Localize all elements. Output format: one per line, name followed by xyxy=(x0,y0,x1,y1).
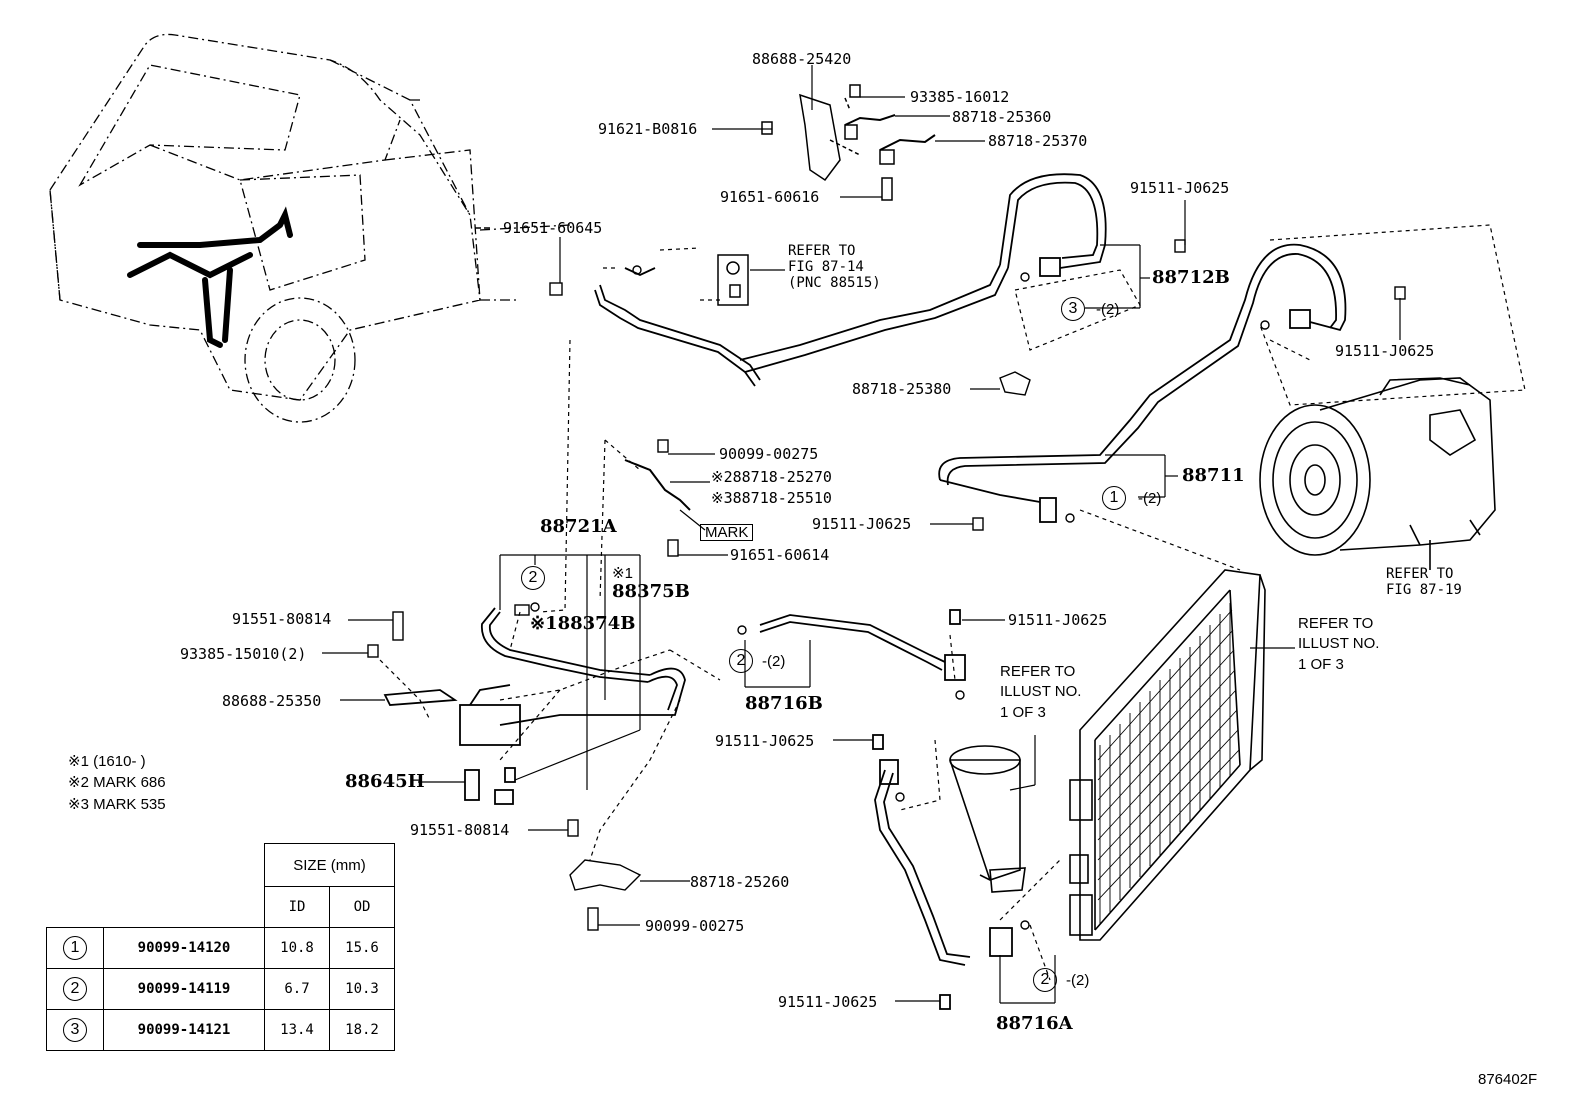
part-label-88688-25420: 88688-25420 xyxy=(752,50,852,68)
refer-line: FIG 87-19 xyxy=(1386,582,1462,599)
part-label-91651-60616: 91651-60616 xyxy=(720,188,820,206)
note-marker-1: ※1 xyxy=(612,565,633,582)
quantity-label: -(2) xyxy=(1096,301,1120,318)
dashed-boundaries xyxy=(379,224,1526,981)
table-cell-od: 15.6 xyxy=(329,927,395,969)
part-label-90099-00275: 90099-00275 xyxy=(719,445,819,463)
part-label-88718-25360: 88718-25360 xyxy=(952,108,1052,126)
table-cell-od: 18.2 xyxy=(329,1009,395,1051)
refer-line: REFER TO xyxy=(1000,663,1076,680)
refer-line: REFER TO xyxy=(1298,615,1374,632)
circle-callout-2: 2 xyxy=(521,566,545,590)
o-ring-size-table: SIZE (mm) ID OD 1 90099-14120 10.8 15.6 … xyxy=(46,843,395,1051)
part-label-91511-j0625: 91511-J0625 xyxy=(778,993,878,1011)
quantity-label: -(2) xyxy=(762,653,786,670)
note-3: ※3 MARK 535 xyxy=(68,796,166,813)
refer-line: (PNC 88515) xyxy=(788,275,881,292)
refer-illust-dryer: REFER TO ILLUST NO. 1 OF 3 xyxy=(1000,662,1081,723)
vehicle-outline xyxy=(49,33,571,423)
part-label-90099-00275: 90099-00275 xyxy=(645,917,745,935)
receiver-dryer xyxy=(949,745,1026,893)
circle-index: 3 xyxy=(63,1018,87,1042)
mark-box: MARK xyxy=(700,524,754,541)
condenser xyxy=(1069,569,1266,941)
table-cell-part: 90099-14119 xyxy=(103,968,265,1010)
condenser-fins xyxy=(1097,603,1240,925)
size-table-col-id: ID xyxy=(264,886,330,928)
refer-line: FIG 87-14 xyxy=(788,259,864,276)
part-label-91511-j0625: 91511-J0625 xyxy=(812,515,912,533)
refer-line: 1 OF 3 xyxy=(1298,655,1344,673)
leader-lines xyxy=(322,65,1401,1004)
size-table-header: SIZE (mm) xyxy=(264,843,395,887)
refer-line: ILLUST NO. xyxy=(1298,635,1380,653)
table-cell-id: 6.7 xyxy=(264,968,330,1010)
part-label-93385-15010: 93385-15010(2) xyxy=(180,645,307,663)
part-label-88716b: 88716B xyxy=(745,693,823,714)
table-row: 3 90099-14121 13.4 18.2 xyxy=(46,1009,395,1051)
table-cell-part: 90099-14120 xyxy=(103,927,265,969)
liquid-line-88721a xyxy=(383,607,686,805)
circle-callout-2: 2 xyxy=(729,649,753,673)
expansion-valve xyxy=(717,254,749,306)
hose-88716b xyxy=(759,609,966,681)
part-label-93385-16012: 93385-16012 xyxy=(910,88,1010,106)
part-label-91651-60645: 91651-60645 xyxy=(503,219,603,237)
vehicle-ac-lines xyxy=(127,206,293,348)
hose-88716a xyxy=(872,734,1013,1010)
part-label-88718-25510: ※388718-25510 xyxy=(711,489,832,507)
bracket-group xyxy=(761,84,936,201)
refer-fig-87-19: REFER TO FIG 87-19 xyxy=(1386,566,1462,598)
table-cell-part: 90099-14121 xyxy=(103,1009,265,1051)
table-row: 2 90099-14119 6.7 10.3 xyxy=(46,968,395,1010)
part-label-88712b: 88712B xyxy=(1152,267,1230,288)
part-label-88716a: 88716A xyxy=(996,1013,1073,1034)
refer-line: REFER TO xyxy=(788,243,856,259)
part-label-88645h: 88645H xyxy=(345,771,425,792)
small-parts xyxy=(367,239,1406,931)
part-label-91551-80814: 91551-80814 xyxy=(410,821,510,839)
part-label-91651-60614: 91651-60614 xyxy=(730,546,830,564)
circle-callout-3: 3 xyxy=(1061,297,1085,321)
refer-line: ILLUST NO. xyxy=(1000,683,1082,701)
table-cell-od: 10.3 xyxy=(329,968,395,1010)
circle-callout-2: 2 xyxy=(1033,968,1057,992)
refer-fig-87-14: REFER TO FIG 87-14 (PNC 88515) xyxy=(788,243,881,291)
part-label-88688-25350: 88688-25350 xyxy=(222,692,322,710)
circle-index: 1 xyxy=(63,936,87,960)
part-label-88711: 88711 xyxy=(1182,465,1245,486)
table-cell-id: 13.4 xyxy=(264,1009,330,1051)
part-label-88721a: 88721A xyxy=(540,516,617,537)
part-label-88375b: 88375B xyxy=(612,581,690,602)
refer-illust-condenser: REFER TO ILLUST NO. 1 OF 3 xyxy=(1298,614,1379,675)
compressor xyxy=(1259,377,1496,570)
circle-index: 2 xyxy=(63,977,87,1001)
quantity-label: -(2) xyxy=(1066,972,1090,989)
figure-number: 876402F xyxy=(1478,1071,1538,1088)
part-label-88718-25270: ※288718-25270 xyxy=(711,468,832,486)
circle-callout-1: 1 xyxy=(1102,486,1126,510)
size-table-col-od: OD xyxy=(329,886,395,928)
part-label-91511-j0625: 91511-J0625 xyxy=(715,732,815,750)
part-label-91511-j0625: 91511-J0625 xyxy=(1335,342,1435,360)
hose-88712b xyxy=(594,173,1107,387)
refer-line: REFER TO xyxy=(1386,566,1454,582)
quantity-label: -(2) xyxy=(1138,490,1162,507)
refer-line: 1 OF 3 xyxy=(1000,703,1046,721)
part-label-88718-25380: 88718-25380 xyxy=(852,380,952,398)
part-label-91551-80814: 91551-80814 xyxy=(232,610,332,628)
note-2: ※2 MARK 686 xyxy=(68,774,166,791)
part-label-91511-j0625: 91511-J0625 xyxy=(1008,611,1108,629)
part-label-88718-25370: 88718-25370 xyxy=(988,132,1088,150)
part-label-88718-25260: 88718-25260 xyxy=(690,873,790,891)
part-label-91511-j0625: 91511-J0625 xyxy=(1130,179,1230,197)
part-label-91621-b0816: 91621-B0816 xyxy=(598,120,698,138)
table-row: 1 90099-14120 10.8 15.6 xyxy=(46,927,395,969)
note-1: ※1 (1610- ) xyxy=(68,753,146,770)
hose-88711 xyxy=(938,243,1347,523)
part-label-88374b: ※188374B xyxy=(530,613,636,634)
table-cell-id: 10.8 xyxy=(264,927,330,969)
